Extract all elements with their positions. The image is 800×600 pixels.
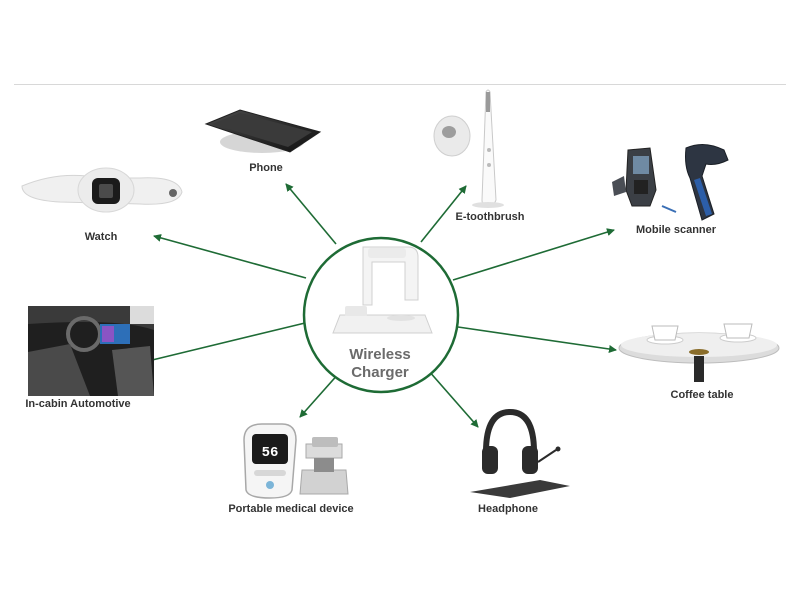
- scanner-icon: [612, 144, 729, 221]
- arrow-to-medical: [299, 371, 341, 418]
- arrow-to-scanner: [452, 228, 615, 281]
- arrow-to-watch: [153, 234, 307, 279]
- wireless-charger-icon: [332, 246, 433, 334]
- toothbrush-icon: [433, 89, 504, 208]
- center-title: Wireless Charger: [349, 346, 411, 382]
- top-divider: [14, 84, 786, 85]
- label-watch: Watch: [84, 231, 118, 243]
- label-headphone: Headphone: [478, 503, 538, 515]
- coffee-table-icon: [618, 323, 780, 382]
- center-title-line1: Wireless: [349, 346, 411, 363]
- headphone-icon: [470, 408, 570, 498]
- arrow-to-automotive: [143, 322, 306, 365]
- label-phone: Phone: [249, 162, 283, 174]
- medical-device-icon: 56: [243, 423, 349, 499]
- arrow-to-toothbrush: [420, 185, 467, 243]
- label-toothbrush: E-toothbrush: [455, 211, 525, 223]
- phone-icon: [204, 109, 322, 153]
- watch-icon: [21, 167, 183, 213]
- label-scanner: Mobile scanner: [635, 224, 717, 236]
- medical-reading: 56: [262, 445, 279, 461]
- arrow-to-headphone: [427, 369, 479, 428]
- automotive-icon: [28, 306, 154, 396]
- center-title-line2: Charger: [351, 364, 409, 381]
- label-automotive: In-cabin Automotive: [25, 398, 131, 410]
- label-medical-device: Portable medical device: [228, 503, 354, 515]
- arrow-to-coffee: [457, 326, 617, 353]
- arrow-to-phone: [285, 183, 337, 245]
- label-coffee-table: Coffee table: [670, 389, 734, 401]
